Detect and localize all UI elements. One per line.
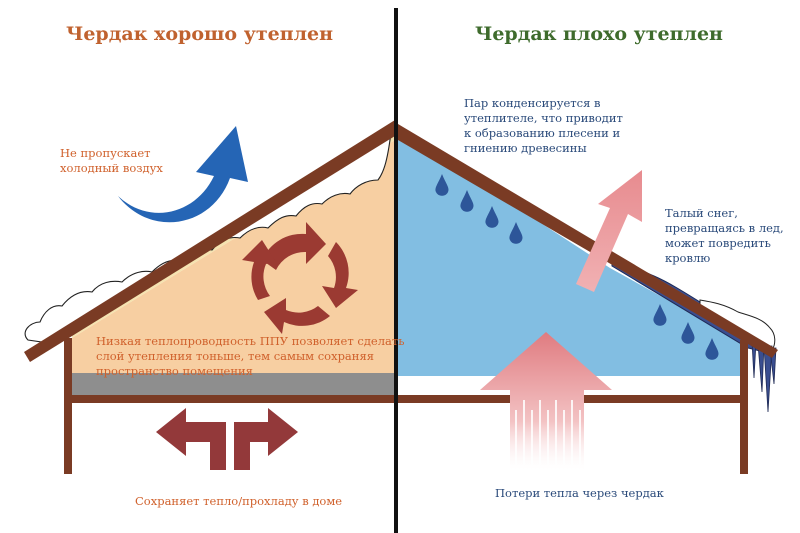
left-rafter (24, 120, 395, 362)
keeps-heat-note: Сохраняет тепло/прохладу в доме (135, 494, 343, 508)
insulation-floor-strip (72, 373, 395, 395)
escaping-heat-arrow (576, 170, 642, 292)
condensation-note: Пар конденсируется в утеплителе, что при… (464, 96, 623, 155)
left-wall (64, 338, 72, 474)
cold-air-deflect-arrow (118, 126, 248, 223)
floor-heat-arrows (156, 408, 298, 470)
melted-snow-note: Талый снег, превращаясь в лед, может пов… (665, 206, 784, 265)
right-rafter (398, 124, 778, 358)
heat-loss-note: Потери тепла через чердак (495, 486, 664, 500)
right-wall (740, 340, 748, 474)
right-title: Чердак плохо утеплен (475, 23, 723, 45)
heat-loss-arrow (480, 332, 612, 470)
left-title: Чердак хорошо утеплен (66, 23, 334, 45)
condensation-drops (435, 174, 719, 360)
circulation-cycle-arrows (242, 222, 358, 334)
left-ceiling-beam (64, 395, 395, 403)
low-conductivity-note: Низкая теплопроводность ППУ позволяет сд… (96, 334, 405, 378)
cold-air-note: Не пропускает холодный воздух (60, 146, 163, 175)
uninsulated-attic-fill (398, 130, 740, 376)
